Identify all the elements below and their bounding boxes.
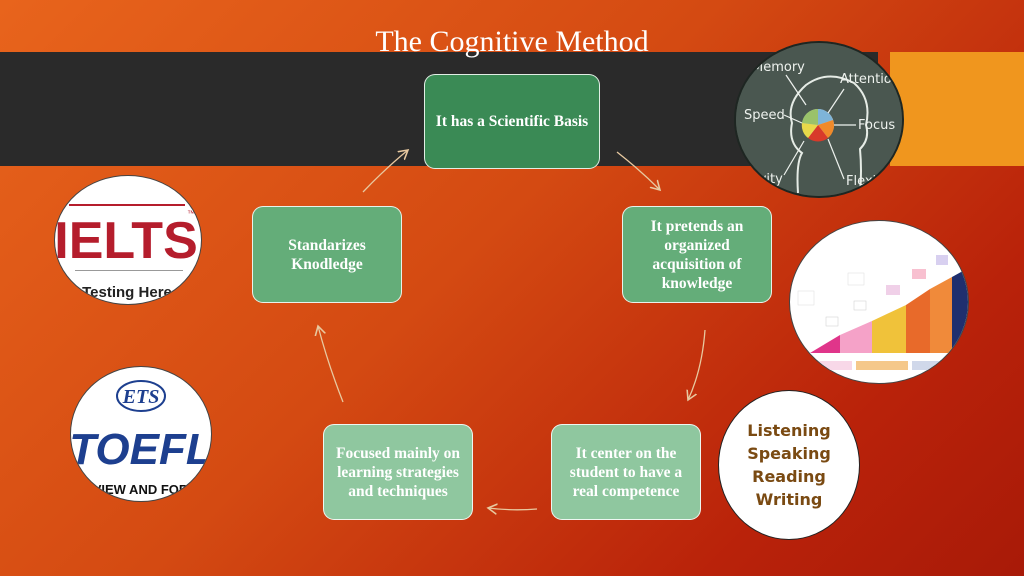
skill-writing: Writing: [755, 490, 823, 509]
slide-title: The Cognitive Method: [375, 25, 649, 58]
skills-circle: Listening Speaking Reading Writing: [718, 390, 860, 540]
skill-listening: Listening: [747, 421, 831, 440]
toefl-logo-image: ETS TOEFL ERVIEW AND FORM: [70, 366, 212, 502]
accent-block: [890, 52, 1024, 166]
svg-text:Attention: Attention: [840, 72, 900, 87]
brain-chalkboard-image: Memory Attention Speed Focus tivity Flex…: [734, 41, 904, 198]
node-standarizes-knowledge: Standarizes Knodledge: [252, 206, 402, 303]
node-scientific-basis: It has a Scientific Basis: [424, 74, 600, 169]
svg-text:TOEFL: TOEFL: [71, 425, 212, 474]
node-learning-strategies: Focused mainly on learning strategies an…: [323, 424, 473, 520]
progress-staircase-image: [789, 220, 969, 384]
svg-text:™: ™: [187, 209, 195, 218]
arrow-organized-to-student: [688, 329, 706, 400]
node-organized-acquisition: It pretends an organized acquisition of …: [622, 206, 772, 303]
ielts-tagline: Testing Here: [82, 284, 172, 301]
svg-text:ETS: ETS: [122, 386, 160, 408]
node-student-competence: It center on the student to have a real …: [551, 424, 701, 520]
svg-text:Focus: Focus: [858, 118, 895, 133]
skill-reading: Reading: [752, 467, 826, 486]
ielts-logo-text: IELTS: [55, 212, 198, 270]
ielts-logo-image: IELTS ™ Testing Here: [54, 175, 202, 305]
arrow-standarizes-to-scientific: [362, 150, 408, 193]
svg-text:Speed: Speed: [744, 108, 785, 123]
skill-speaking: Speaking: [747, 444, 831, 463]
svg-text:Memory: Memory: [752, 60, 805, 75]
arrow-scientific-to-organized: [616, 151, 660, 190]
arrow-student-to-strategies: [488, 508, 538, 510]
arrow-strategies-to-standarizes: [318, 326, 344, 403]
